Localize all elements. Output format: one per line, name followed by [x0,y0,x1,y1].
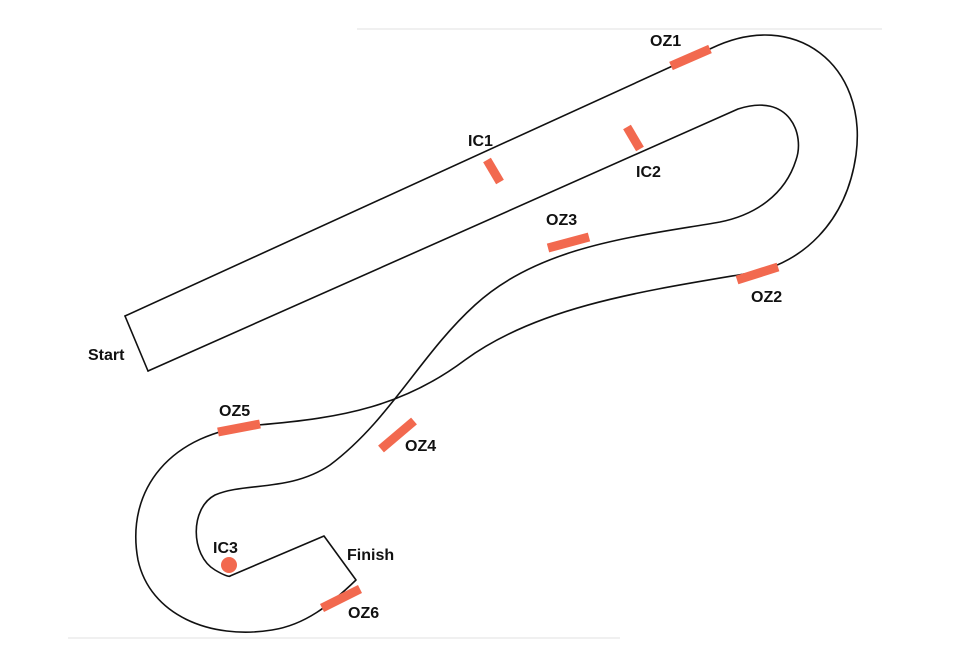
label-oz1: OZ1 [650,33,681,50]
oz2-marker [735,262,780,285]
label-oz4: OZ4 [405,438,436,455]
label-finish: Finish [347,547,394,564]
label-oz5: OZ5 [219,403,250,420]
oz3-marker [546,232,591,253]
label-start: Start [88,347,125,364]
label-oz3: OZ3 [546,212,577,229]
oz4-marker [378,417,417,453]
label-ic2: IC2 [636,164,661,181]
ic2-marker [623,124,644,152]
oz5-marker [217,419,261,437]
label-oz6: OZ6 [348,605,379,622]
track-outer-edge [124,34,859,633]
track-inner-edge [147,104,800,578]
oz1-marker [669,44,712,71]
label-oz2: OZ2 [751,289,782,306]
label-ic3: IC3 [213,540,238,557]
start-line [124,315,149,372]
label-ic1: IC1 [468,133,493,150]
ic3-marker [221,557,237,573]
ic1-marker [483,157,504,185]
oz6-marker [319,584,363,613]
